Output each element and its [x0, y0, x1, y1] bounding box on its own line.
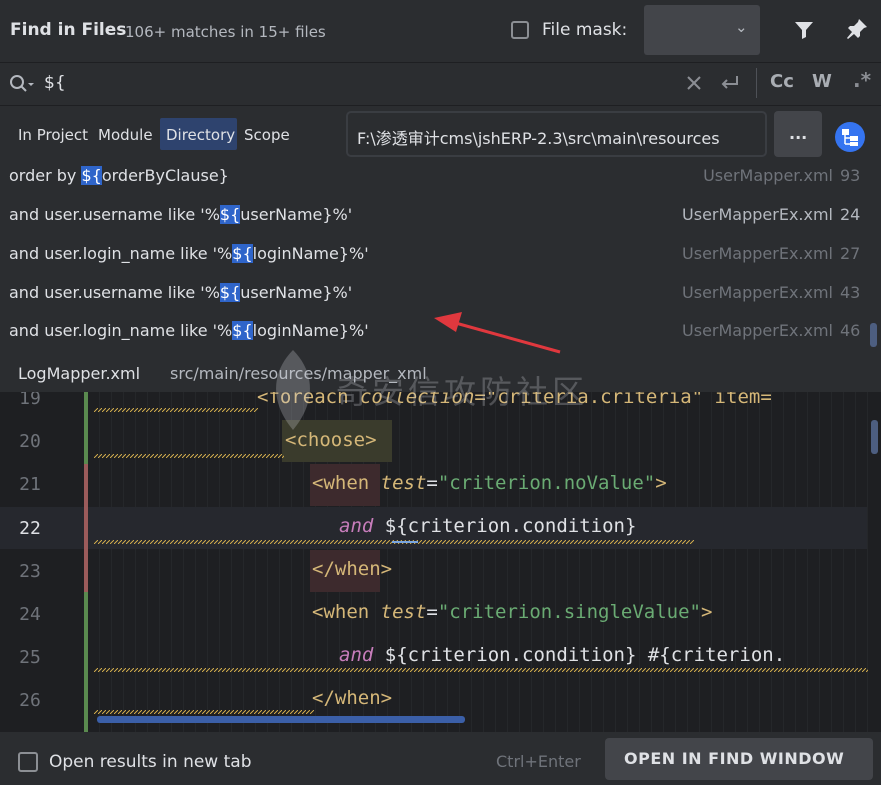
line-number: 19 [19, 392, 41, 409]
preview-file-name: LogMapper.xml [18, 364, 141, 383]
result-text: order by ${orderByClause} [9, 166, 229, 185]
result-line: 27 [840, 244, 861, 263]
code-line: and ${criterion.condition} [339, 515, 637, 537]
warning-underline [94, 710, 314, 714]
result-row[interactable]: and user.login_name like '%${loginName}%… [0, 235, 881, 274]
code-line: <foreach collection="criteria.criteria" … [257, 392, 772, 408]
line-number: 23 [19, 561, 41, 582]
divider [0, 105, 881, 106]
scope-scope[interactable]: Scope [244, 126, 290, 144]
tag-highlight [282, 420, 392, 462]
dialog-title: Find in Files [10, 20, 127, 40]
result-row[interactable]: and user.username like '%${userName}%' U… [0, 274, 881, 313]
line-number: 22 [19, 518, 41, 539]
file-mask-checkbox[interactable] [511, 21, 529, 39]
tag-highlight [310, 464, 380, 506]
match-highlight: ${ [81, 166, 102, 185]
result-file: UserMapperEx.xml [682, 244, 833, 263]
result-text: and user.login_name like '%${loginName}%… [9, 321, 369, 340]
match-highlight: ${ [232, 321, 253, 340]
match-case-toggle[interactable]: Cc [770, 71, 794, 92]
result-text: and user.username like '%${userName}%' [9, 283, 353, 302]
open-in-new-tab-checkbox[interactable] [18, 752, 38, 772]
result-row[interactable]: order by ${orderByClause} UserMapper.xml… [0, 157, 881, 196]
code-line: </when> [312, 558, 393, 580]
browse-button[interactable]: ... [774, 111, 822, 157]
directory-path-field[interactable]: F:\渗透审计cms\jshERP-2.3\src\main\resources [346, 111, 767, 157]
code-line: and ${criterion.condition} #{criterion. [339, 644, 786, 666]
result-line: 43 [840, 283, 861, 302]
open-in-new-tab-label[interactable]: Open results in new tab [49, 752, 252, 772]
divider [756, 68, 757, 98]
warning-underline [94, 454, 284, 458]
code-line: <choose> [285, 429, 377, 451]
chevron-down-icon[interactable]: ⌄ [735, 18, 748, 36]
preview-header [0, 352, 881, 392]
result-text: and user.login_name like '%${loginName}%… [9, 244, 369, 263]
code-preview[interactable]: 19 20 21 22 23 24 25 26 <foreach collect… [0, 392, 881, 732]
result-file: UserMapperEx.xml [682, 283, 833, 302]
vcs-modified-marker [84, 464, 88, 592]
result-text: and user.username like '%${userName}%' [9, 205, 353, 224]
result-line: 46 [840, 321, 861, 340]
search-history-icon[interactable] [9, 74, 35, 94]
shortcut-hint: Ctrl+Enter [496, 752, 581, 771]
match-highlight: ${ [219, 205, 241, 224]
result-file: UserMapper.xml [703, 166, 833, 185]
match-highlight: ${ [232, 244, 253, 263]
match-count: 106+ matches in 15+ files [125, 23, 326, 41]
directory-path: F:\渗透审计cms\jshERP-2.3\src\main\resources [357, 129, 720, 148]
result-row[interactable]: and user.username like '%${userName}%' U… [0, 196, 881, 235]
watermark: 奇安信攻防社区 [258, 345, 638, 435]
filter-icon[interactable] [792, 18, 816, 42]
preview-file-path: src/main/resources/mapper_xml [170, 364, 427, 383]
watermark-logo [276, 350, 310, 430]
code-line: </when> [312, 687, 393, 709]
preview-horizontal-scrollbar[interactable] [97, 716, 465, 723]
file-mask-combo[interactable] [644, 5, 760, 55]
annotation-arrow [434, 312, 561, 354]
recursive-directory-icon[interactable] [834, 121, 866, 153]
scope-module[interactable]: Module [98, 126, 153, 144]
vcs-added-marker [84, 392, 88, 464]
result-file: UserMapperEx.xml [682, 321, 833, 340]
regex-toggle[interactable]: .* [853, 68, 872, 92]
warning-underline [94, 408, 258, 412]
scope-in-project[interactable]: In Project [18, 126, 89, 144]
pin-icon[interactable] [845, 17, 869, 41]
result-line: 24 [840, 205, 861, 224]
file-mask-label: File mask: [542, 20, 628, 40]
match-highlight: ${ [219, 283, 241, 302]
result-line: 93 [840, 166, 861, 185]
results-scrollbar[interactable] [870, 323, 877, 347]
scope-directory-label: Directory [166, 126, 236, 144]
whole-words-toggle[interactable]: W [812, 71, 832, 92]
line-number: 24 [19, 604, 41, 625]
preview-vertical-scrollbar[interactable] [871, 420, 878, 454]
line-number: 25 [19, 647, 41, 668]
warning-underline [94, 668, 868, 672]
line-number: 20 [19, 431, 41, 452]
clear-icon[interactable] [686, 75, 702, 91]
result-file: UserMapperEx.xml [682, 205, 833, 224]
code-line: <when test="criterion.noValue"> [312, 472, 667, 494]
line-number: 26 [19, 690, 41, 711]
indent-guides [88, 392, 868, 732]
newline-icon[interactable] [719, 73, 741, 93]
divider [0, 62, 881, 63]
tag-highlight [310, 550, 380, 592]
scope-directory[interactable]: Directory [160, 118, 237, 150]
open-in-find-window-button[interactable]: OPEN IN FIND WINDOW [605, 738, 873, 780]
code-line: <when test="criterion.singleValue"> [312, 601, 713, 623]
result-row[interactable]: and user.login_name like '%${loginName}%… [0, 312, 881, 351]
search-input[interactable] [44, 70, 644, 96]
match-underline [392, 541, 418, 543]
line-number: 21 [19, 474, 41, 495]
vcs-added-marker [84, 592, 88, 732]
